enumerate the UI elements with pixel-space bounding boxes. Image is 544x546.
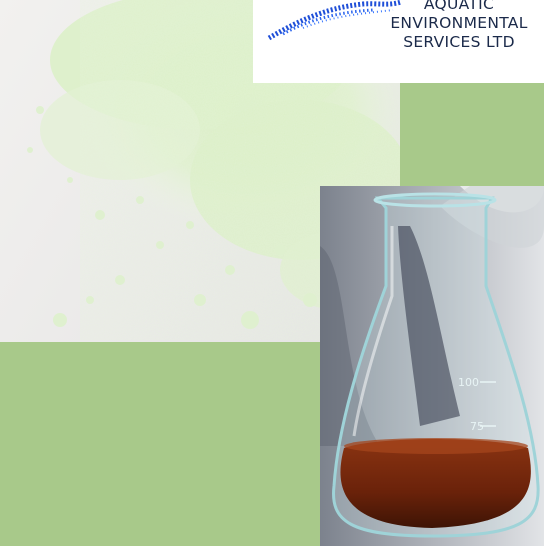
company-name-line-2: ENVIRONMENTAL [390, 14, 528, 32]
flask-mark-100: 100 [458, 376, 479, 389]
flask-illustration: 100 75 [320, 186, 544, 546]
company-logo: AQUATIC ENVIRONMENTAL SERVICES LTD [253, 0, 544, 83]
company-name-line-3: SERVICES LTD [403, 33, 515, 51]
flask-mark-75: 75 [470, 420, 484, 433]
company-name-line-1: AQUATIC [423, 0, 495, 13]
wave-logo-icon [267, 0, 402, 41]
erlenmeyer-flask-photo: 100 75 [320, 186, 544, 546]
company-name: AQUATIC ENVIRONMENTAL SERVICES LTD [374, 0, 544, 52]
